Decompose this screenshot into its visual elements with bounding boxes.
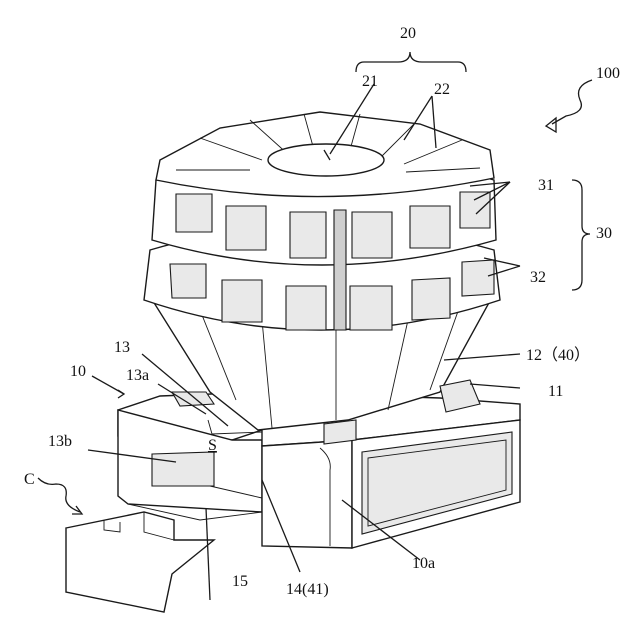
label-31: 31 xyxy=(538,177,554,194)
label-S: S xyxy=(208,437,217,454)
label-10: 10 xyxy=(70,363,86,380)
label-20: 20 xyxy=(400,25,416,42)
label-100: 100 xyxy=(596,65,620,82)
label-C: C xyxy=(24,471,35,488)
label-30: 30 xyxy=(596,225,612,242)
dispersion-table xyxy=(156,112,494,197)
label-12-40: 12（40） xyxy=(526,346,590,364)
label-13b: 13b xyxy=(48,433,72,450)
label-10a: 10a xyxy=(412,555,435,572)
label-13: 13 xyxy=(114,339,130,356)
label-15: 15 xyxy=(232,573,248,590)
label-14-41: 14(41) xyxy=(286,581,329,598)
label-32: 32 xyxy=(530,269,546,286)
label-22: 22 xyxy=(434,81,450,98)
label-13a: 13a xyxy=(126,367,149,384)
label-21: 21 xyxy=(362,73,378,90)
label-11: 11 xyxy=(548,383,563,400)
detachable-plate xyxy=(66,512,214,612)
